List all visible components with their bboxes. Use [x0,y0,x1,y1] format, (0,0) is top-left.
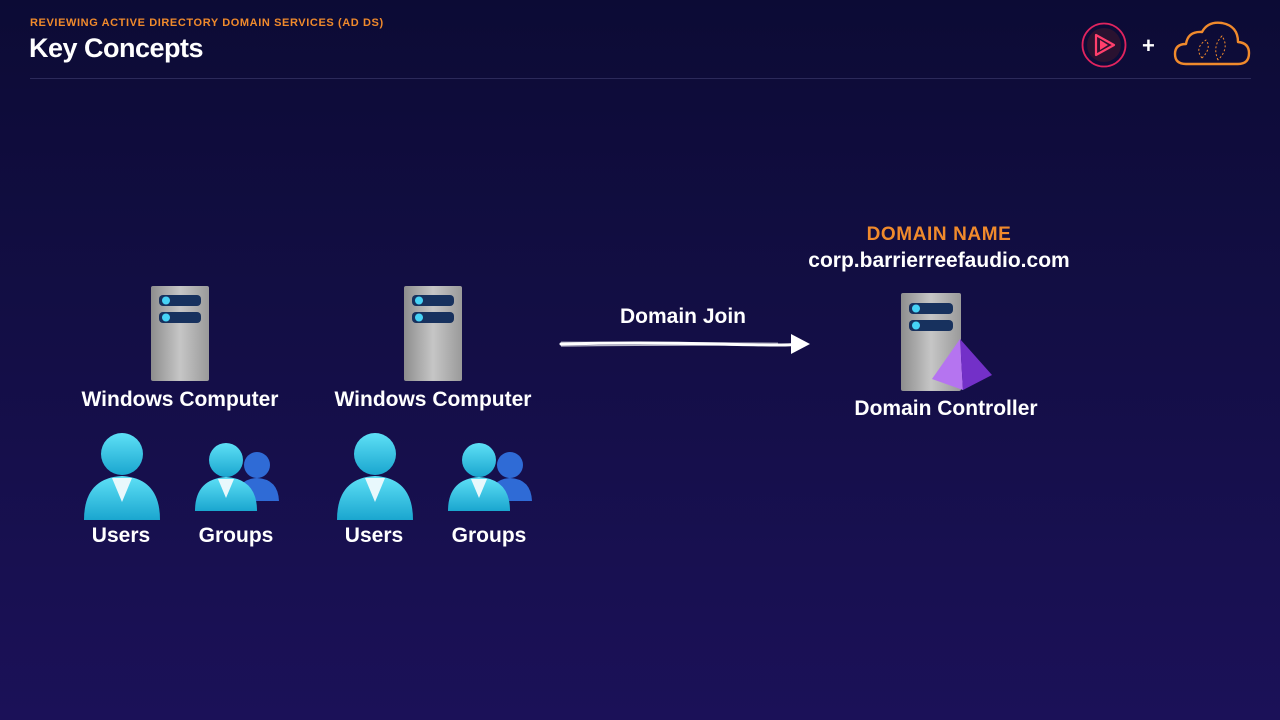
user-icon [84,433,160,520]
logo-plus-sign: + [1142,33,1155,58]
users-label: Users [91,524,151,547]
header-divider [30,78,1251,79]
groups-label: Groups [198,524,274,547]
domain-controller-icon [901,293,992,391]
domain-name-heading: DOMAIN NAME [866,224,1012,245]
domain-join-label: Domain Join [619,305,746,328]
user-icon [337,433,413,520]
slide-title: Key Concepts [29,33,204,63]
group-icon [448,443,532,511]
groups-label: Groups [451,524,527,547]
domain-controller-label: Domain Controller [854,397,1038,420]
cloud-icon [1173,21,1251,66]
slide-eyebrow: REVIEWING ACTIVE DIRECTORY DOMAIN SERVIC… [30,17,384,29]
domain-join-arrow [559,334,810,354]
group-icon [195,443,279,511]
users-label: Users [344,524,404,547]
server-icon [151,286,209,381]
windows-computer-label: Windows Computer [334,388,532,411]
windows-computer-label: Windows Computer [81,388,279,411]
server-icon [404,286,462,381]
play-icon [1081,22,1127,68]
domain-name-value: corp.barrierreefaudio.com [808,249,1070,272]
